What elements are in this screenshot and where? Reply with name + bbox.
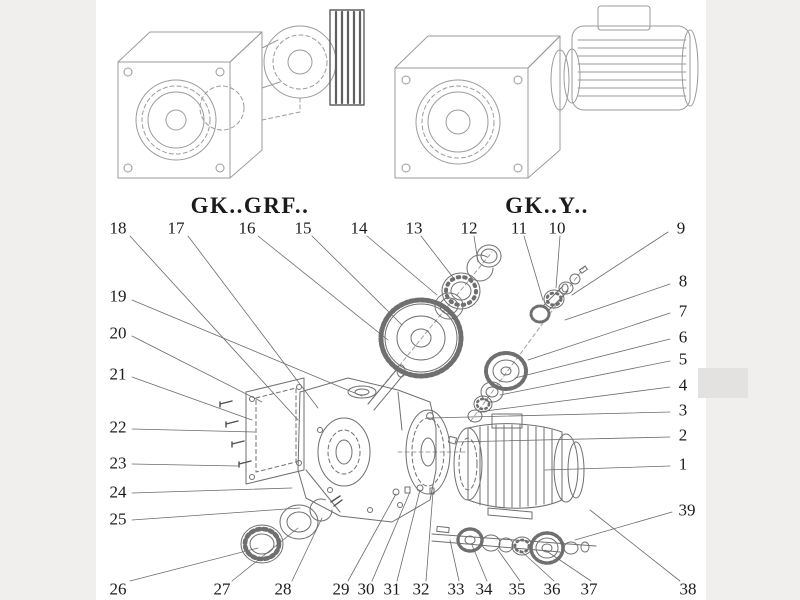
part-callout-3: 3 [678,400,688,420]
part-callout-20: 20 [109,323,127,343]
gearbox-drawing-y [394,5,699,179]
part-callout-23: 23 [109,453,127,473]
part-callout-10: 10 [548,218,566,238]
part-callout-13: 13 [405,218,423,238]
part-callout-9: 9 [676,218,686,238]
part-callout-6: 6 [678,327,688,347]
part-callout-26: 26 [109,579,127,599]
part-callout-4: 4 [678,375,688,395]
part-callout-24: 24 [109,482,127,502]
exploded-view-drawing [219,244,597,565]
part-callout-12: 12 [460,218,478,238]
part-callout-32: 32 [412,579,430,599]
part-callout-18: 18 [109,218,127,238]
part-callout-25: 25 [109,509,127,529]
part-callout-37: 37 [580,579,598,599]
part-callout-19: 19 [109,286,127,306]
part-callout-31: 31 [383,579,401,599]
part-callout-29: 29 [332,579,350,599]
gearbox-drawing-grf [117,9,365,179]
part-callout-5: 5 [678,349,688,369]
part-callout-34: 34 [475,579,493,599]
part-callout-35: 35 [508,579,526,599]
right-margin [706,0,800,600]
part-callout-39: 39 [678,500,696,520]
part-callout-36: 36 [543,579,561,599]
part-callout-22: 22 [109,417,127,437]
part-callout-27: 27 [213,579,231,599]
part-callout-28: 28 [274,579,292,599]
leader-lines [129,231,681,582]
part-callout-8: 8 [678,271,688,291]
part-callout-30: 30 [357,579,375,599]
part-callout-33: 33 [447,579,465,599]
part-callout-21: 21 [109,364,127,384]
part-callout-17: 17 [167,218,185,238]
scan-artifact [698,368,748,398]
part-callout-11: 11 [510,218,528,238]
part-callout-2: 2 [678,425,688,445]
part-callout-16: 16 [238,218,256,238]
variant-label-grf: GK..GRF.. [190,193,310,218]
left-margin [0,0,96,600]
part-callout-38: 38 [679,579,697,599]
part-callout-7: 7 [678,301,688,321]
part-callout-15: 15 [294,218,312,238]
part-callout-1: 1 [678,454,688,474]
part-callout-14: 14 [350,218,368,238]
variant-label-y: GK..Y.. [505,193,589,218]
